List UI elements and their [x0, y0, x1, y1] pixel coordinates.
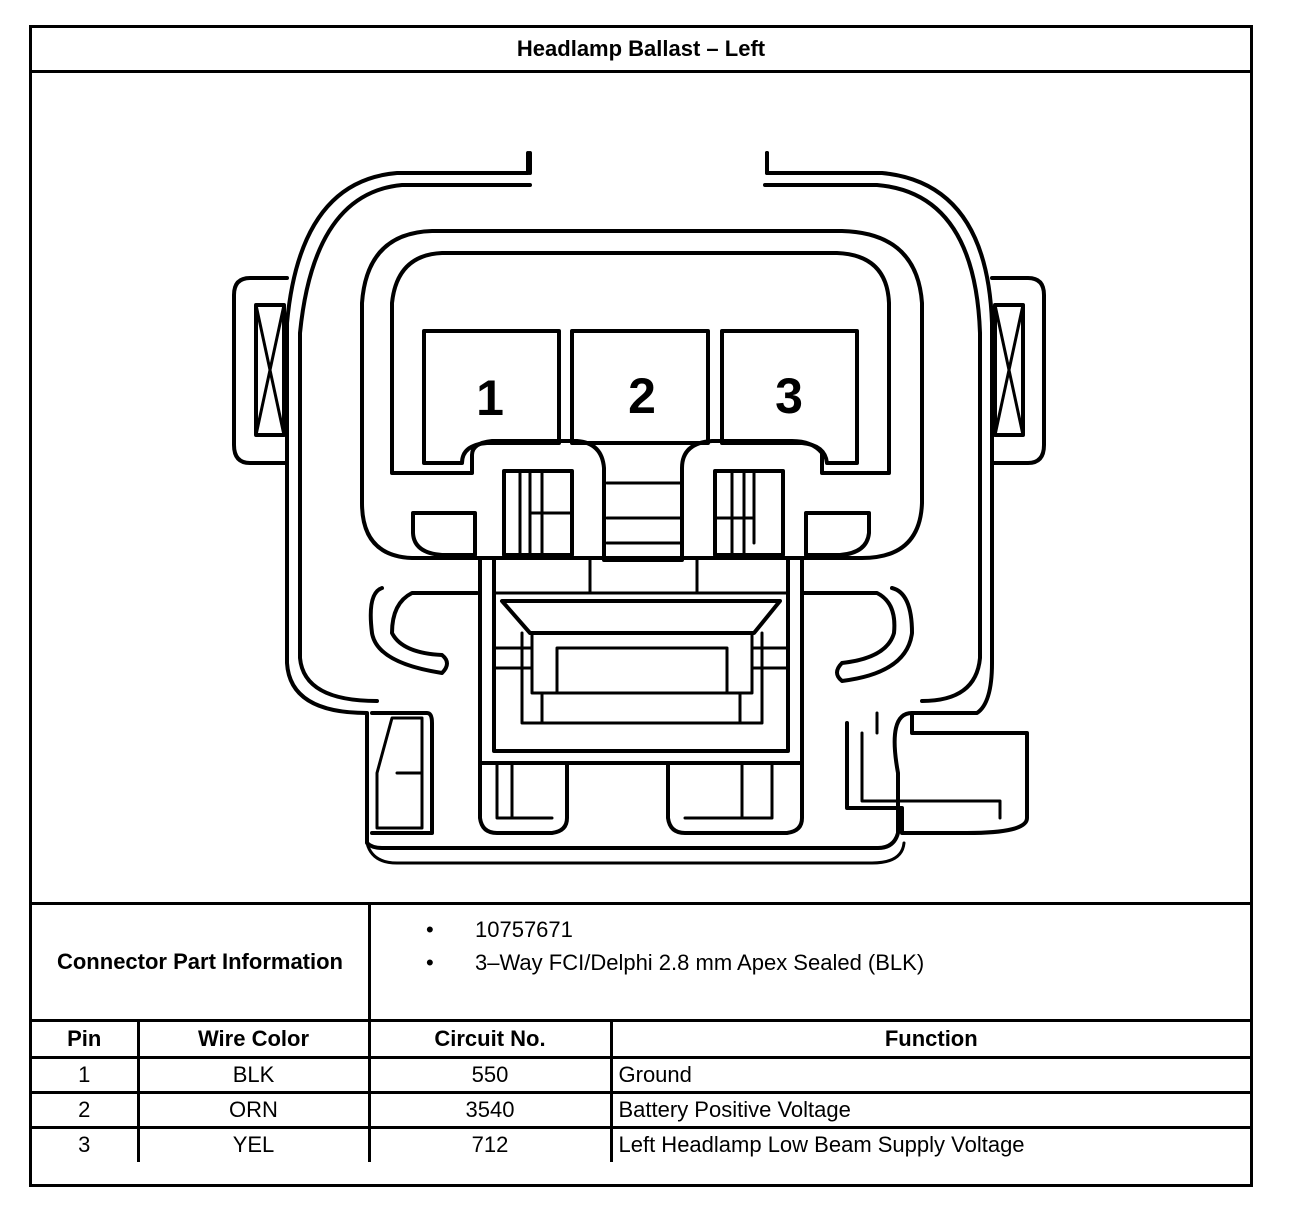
center-bridge [605, 481, 682, 545]
pin-number-1: 1 [476, 370, 504, 426]
wire-color-cell: YEL [136, 1125, 371, 1162]
terminal-lock-right [713, 469, 785, 557]
function-cell: Left Headlamp Low Beam Supply Voltage [609, 1125, 1250, 1162]
pinout-header-row: Pin Wire Color Circuit No. Function [32, 1022, 1250, 1059]
connector-shell-inner-line [298, 183, 532, 703]
inner-housing [360, 229, 924, 560]
connector-face-view: 1 2 3 [232, 151, 1046, 865]
connector-description: 3–Way FCI/Delphi 2.8 mm Apex Sealed (BLK… [371, 946, 1250, 979]
left-side-latch [232, 276, 289, 465]
cavity-3 [720, 329, 859, 465]
connector-info-list: 10757671 3–Way FCI/Delphi 2.8 mm Apex Se… [371, 913, 1250, 979]
cavity-1 [422, 329, 561, 465]
right-small-slot [804, 511, 871, 557]
circuit-cell: 3540 [367, 1090, 613, 1129]
connector-shell-inner-line-right [763, 183, 982, 703]
left-small-slot [411, 511, 477, 557]
pinout-table: Pin Wire Color Circuit No. Function 1 BL… [32, 1022, 1250, 1162]
header-circuit-no: Circuit No. [367, 1022, 613, 1059]
sheet-title: Headlamp Ballast – Left [32, 28, 1250, 73]
table-row: 2 ORN 3540 Battery Positive Voltage [32, 1090, 1250, 1129]
connector-part-number: 10757671 [371, 913, 1250, 946]
right-side-latch [990, 276, 1046, 465]
wire-color-cell: ORN [136, 1090, 371, 1129]
terminal-lock-left [502, 469, 574, 557]
connector-info-label: Connector Part Information [32, 905, 371, 1019]
table-row: 3 YEL 712 Left Headlamp Low Beam Supply … [32, 1125, 1250, 1162]
connector-sheet: Headlamp Ballast – Left [29, 25, 1253, 1187]
connector-outer-shell [285, 151, 994, 850]
right-lower-flange [800, 586, 914, 683]
left-lower-flange [368, 586, 479, 675]
pin-cell: 2 [32, 1090, 140, 1129]
circuit-cell: 550 [367, 1055, 613, 1094]
pin-number-2: 2 [628, 368, 656, 424]
function-cell: Ground [609, 1055, 1250, 1094]
table-row: 1 BLK 550 Ground [32, 1055, 1250, 1094]
pin-number-3: 3 [775, 368, 803, 424]
circuit-cell: 712 [367, 1125, 613, 1162]
pin-cell: 3 [32, 1125, 140, 1162]
connector-drawing: 1 2 3 [32, 73, 1250, 905]
header-wire-color: Wire Color [136, 1022, 371, 1059]
function-cell: Battery Positive Voltage [609, 1090, 1250, 1129]
center-left-foot [478, 761, 569, 835]
wire-color-cell: BLK [136, 1055, 371, 1094]
right-latch-arm [845, 711, 1029, 835]
header-pin: Pin [32, 1022, 140, 1059]
bottom-rim [365, 841, 906, 865]
center-right-foot [666, 761, 804, 835]
cavity-2 [570, 329, 710, 445]
left-foot [370, 711, 434, 835]
cavity-frame [390, 251, 891, 562]
pin-cell: 1 [32, 1055, 140, 1094]
connector-part-information: Connector Part Information 10757671 3–Wa… [32, 905, 1250, 1022]
header-function: Function [609, 1022, 1250, 1059]
lower-latch-housing [478, 558, 804, 765]
